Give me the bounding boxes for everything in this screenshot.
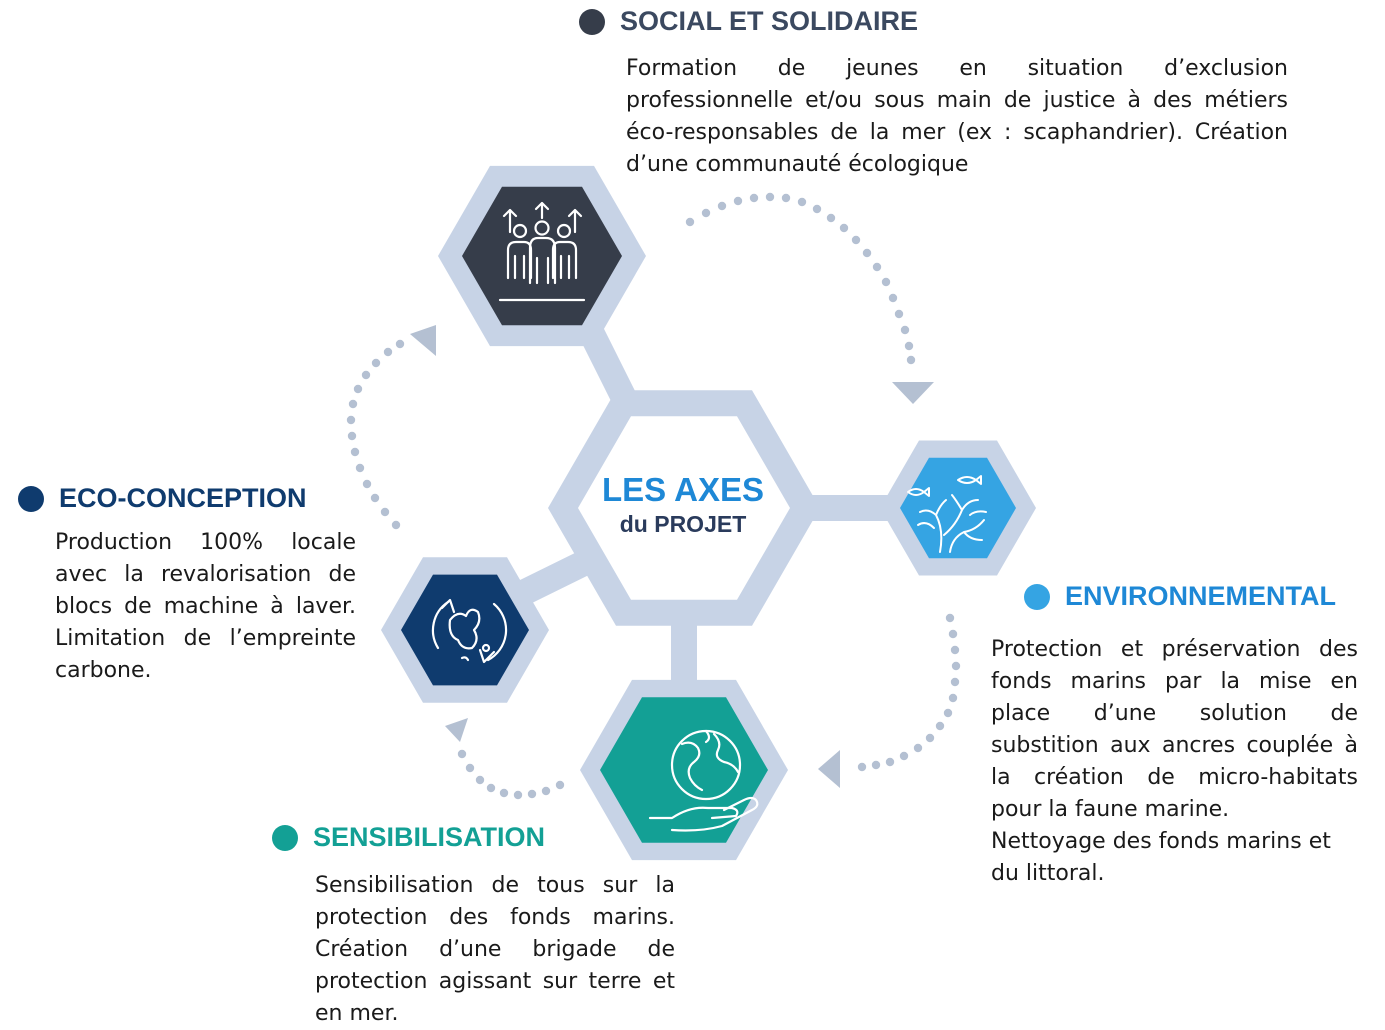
- flow-dot: [685, 217, 695, 227]
- flow-dot: [541, 786, 551, 796]
- flow-dot: [950, 645, 960, 655]
- flow-dot: [555, 780, 565, 790]
- flow-dot: [885, 757, 895, 767]
- flow-dot: [350, 447, 360, 457]
- sensibilisation-bullet: [272, 824, 298, 851]
- sensibilisation-heading: SENSIBILISATION: [272, 822, 545, 853]
- flow-dot: [862, 248, 872, 258]
- people-growth-icon: [498, 201, 586, 302]
- center-title: LES AXES du PROJET: [583, 470, 783, 538]
- flow-dot: [839, 223, 849, 233]
- flow-dot: [904, 341, 914, 351]
- flow-dot: [812, 204, 822, 214]
- coral-fish-icon: [907, 475, 987, 553]
- flow-dot: [900, 325, 910, 335]
- sensibilisation-paragraph: Sensibilisation de tous sur la protectio…: [315, 873, 675, 1026]
- flow-arrow-sensibilisation-to-eco-conception: [445, 718, 565, 800]
- flow-dot: [899, 751, 909, 761]
- flow-dot: [871, 760, 881, 770]
- connector-eco-conception: [519, 548, 596, 604]
- center-hexagon: [548, 390, 820, 626]
- flow-dot: [465, 763, 475, 773]
- globe-hand-icon: [648, 729, 759, 832]
- island-recycle-icon: [431, 598, 508, 664]
- sensibilisation-description: Sensibilisation de tous sur la protectio…: [315, 870, 675, 1030]
- flow-dot: [701, 208, 711, 218]
- environnemental-hexagon: [880, 440, 1036, 576]
- flow-dot: [925, 733, 935, 743]
- flow-dot: [391, 520, 401, 530]
- flow-dot: [943, 708, 953, 718]
- flow-dot: [362, 479, 372, 489]
- flow-dot: [888, 293, 898, 303]
- flow-dot: [499, 788, 509, 798]
- flow-dot: [353, 384, 363, 394]
- flow-arrow-environnemental-to-sensibilisation: [818, 613, 961, 788]
- flow-dot: [475, 775, 485, 785]
- environnemental-heading: ENVIRONNEMENTAL: [1024, 581, 1336, 612]
- flow-dot: [851, 235, 861, 245]
- flow-dot: [380, 507, 390, 517]
- flow-dot: [948, 693, 958, 703]
- eco-conception-hexagon: [381, 557, 549, 703]
- flow-dot: [347, 431, 357, 441]
- flow-dot: [950, 677, 960, 687]
- environnemental-paragraph-1: Protection et préservation des fonds mar…: [991, 637, 1358, 822]
- center-title-main: LES AXES: [602, 471, 764, 508]
- flow-dot: [948, 629, 958, 639]
- flow-dot: [797, 197, 807, 207]
- sensibilisation-title: SENSIBILISATION: [313, 822, 546, 852]
- social-hexagon: [438, 165, 646, 347]
- flow-dot: [383, 347, 393, 357]
- eco-conception-title: ECO-CONCEPTION: [59, 483, 307, 513]
- flow-arrow-eco-conception-to-social: [346, 325, 436, 530]
- flow-dot: [906, 355, 916, 365]
- eco-conception-paragraph: Production 100% locale avec la revaloris…: [55, 530, 356, 683]
- flow-dot: [913, 743, 923, 753]
- flow-dot: [346, 415, 356, 425]
- sensibilisation-hexagon: [580, 679, 788, 861]
- social-description: Formation de jeunes en situation d’exclu…: [626, 53, 1288, 181]
- eco-conception-description: Production 100% locale avec la revaloris…: [55, 527, 356, 687]
- center-title-sub: du PROJET: [619, 511, 747, 537]
- social-bullet: [579, 8, 605, 35]
- flow-dot: [857, 762, 867, 772]
- flow-dot: [371, 358, 381, 368]
- environnemental-title: ENVIRONNEMENTAL: [1065, 581, 1337, 611]
- flow-dot: [733, 196, 743, 206]
- flow-dot: [513, 790, 523, 800]
- flow-dot: [781, 193, 791, 203]
- flow-dot: [348, 399, 358, 409]
- flow-dot: [457, 749, 467, 759]
- flow-dot: [894, 309, 904, 319]
- flow-dot: [717, 201, 727, 211]
- flow-dot: [881, 277, 891, 287]
- flow-dot: [370, 493, 380, 503]
- environnemental-paragraph-2: Nettoyage des fonds marins et du littora…: [991, 829, 1331, 886]
- flow-arrow-social-to-environnemental: [685, 192, 934, 404]
- flow-dot: [395, 339, 405, 349]
- social-heading: SOCIAL ET SOLIDAIRE: [579, 6, 918, 37]
- eco-conception-bullet: [18, 485, 44, 512]
- flow-dot: [765, 192, 775, 202]
- flow-dot: [826, 213, 836, 223]
- social-paragraph: Formation de jeunes en situation d’exclu…: [626, 56, 1288, 177]
- flow-dot: [355, 463, 365, 473]
- flow-dot: [527, 789, 537, 799]
- flow-dot: [361, 370, 371, 380]
- flow-dot: [935, 721, 945, 731]
- environnemental-description: Protection et préservation des fonds mar…: [991, 634, 1358, 890]
- flow-dot: [951, 661, 961, 671]
- flow-dot: [872, 262, 882, 272]
- flow-dot: [749, 193, 759, 203]
- eco-conception-heading: ECO-CONCEPTION: [18, 483, 307, 514]
- social-title: SOCIAL ET SOLIDAIRE: [620, 6, 919, 36]
- flow-dot: [486, 783, 496, 793]
- flow-dot: [945, 613, 955, 623]
- environnemental-bullet: [1024, 583, 1050, 610]
